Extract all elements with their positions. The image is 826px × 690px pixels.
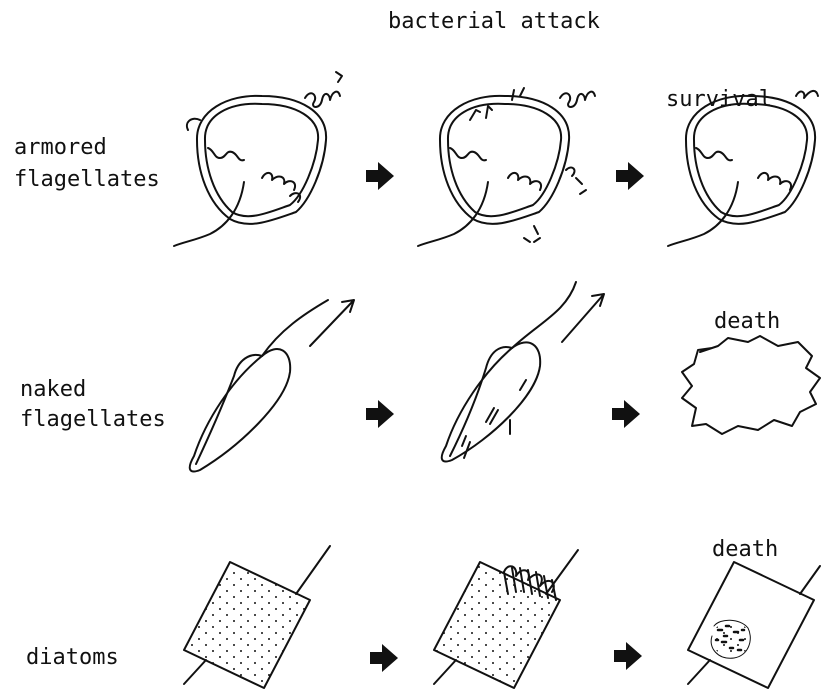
bacterium-spiral-2 [560, 92, 595, 107]
flagellum-transverse [208, 148, 232, 158]
diatom-attacked [434, 550, 578, 688]
diatom-intact [184, 546, 330, 688]
naked-cell-lysed [682, 336, 820, 434]
swim-arrow-2 [562, 294, 604, 342]
arrow-row2-step2 [612, 400, 640, 428]
armored-cell-intact [174, 96, 326, 246]
arrow-row1-step1 [366, 162, 394, 190]
bacterium-spiral-3 [796, 91, 818, 98]
arrow-row3-step2 [614, 642, 642, 670]
armored-cell-survived [668, 96, 815, 246]
bacterium-spiral-1 [305, 92, 340, 107]
diatom-dead [688, 562, 820, 688]
naked-cell-attacked [442, 282, 576, 461]
naked-cell-intact [190, 300, 328, 471]
armored-cell-attacked [418, 88, 586, 246]
arrow-row1-step2 [616, 162, 644, 190]
arrow-row3-step1 [370, 644, 398, 672]
arrow-row2-step1 [366, 400, 394, 428]
